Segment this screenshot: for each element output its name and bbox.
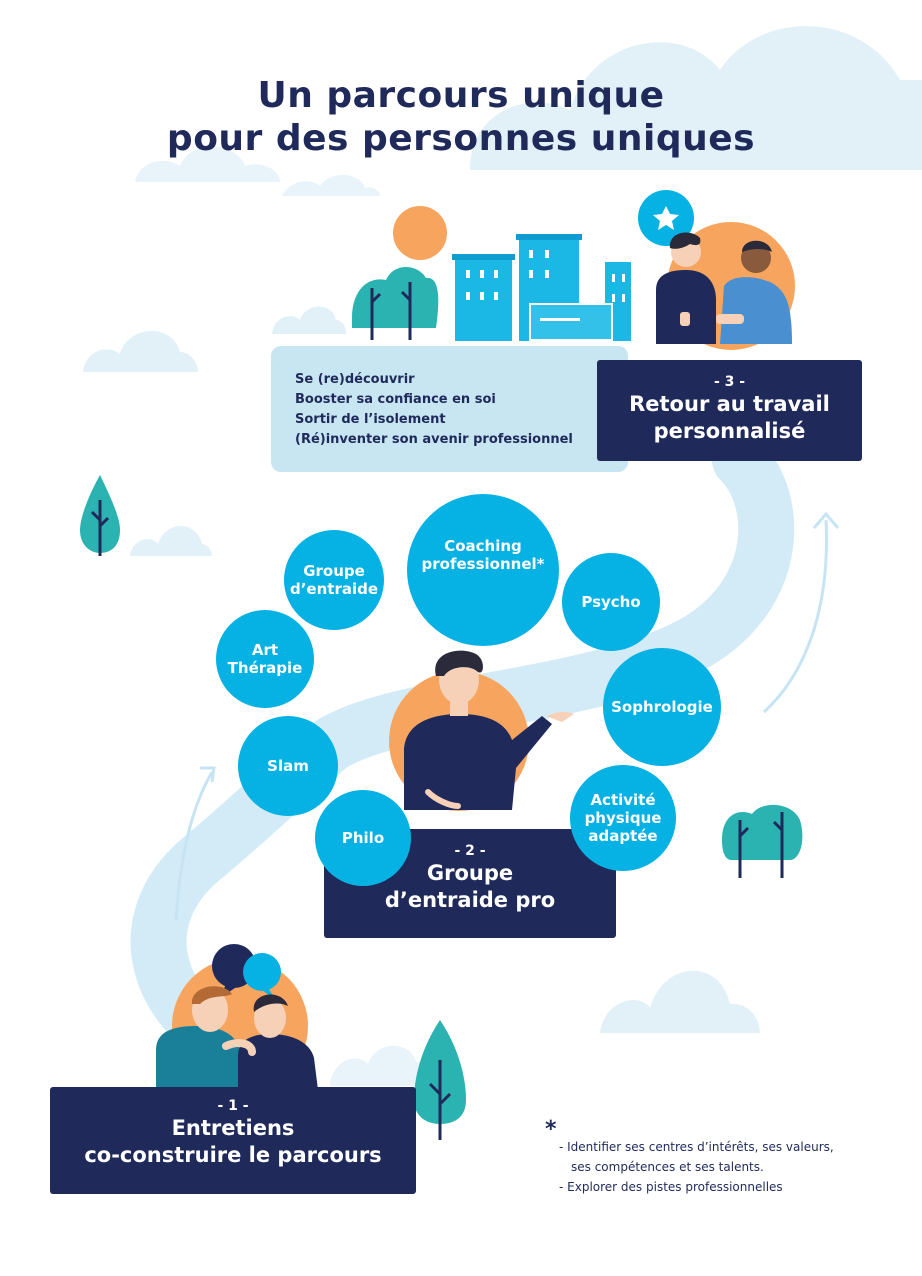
- speech-bubble-icon: [243, 953, 281, 991]
- step-1-title-line-2: co-construire le parcours: [84, 1143, 382, 1167]
- footnote-item-continuation: ses compétences et ses talents.: [571, 1160, 764, 1174]
- activity-psycho: Psycho: [562, 553, 660, 651]
- footnote-marker: *: [545, 1117, 557, 1142]
- title-line-2: pour des personnes uniques: [166, 118, 756, 159]
- benefits-list: Se (re)découvrir Booster sa confiance en…: [295, 370, 573, 450]
- person-icon: [156, 986, 318, 1090]
- activity-label: Thérapie: [227, 659, 303, 677]
- tree-icon: [80, 475, 120, 556]
- tree-icon: [352, 267, 439, 340]
- activity-sophrologie: Sophrologie: [603, 648, 721, 766]
- activity-label: Psycho: [581, 593, 641, 611]
- activity-label: Slam: [267, 757, 309, 775]
- activity-label: professionnel*: [421, 555, 545, 573]
- step-3-title-line-2: personnalisé: [653, 419, 806, 443]
- activity-label: Groupe: [303, 562, 365, 580]
- step-1-box: - 1 - Entretiens co-construire le parcou…: [50, 1087, 416, 1194]
- activity-label: adaptée: [588, 827, 658, 845]
- activity-label: Art: [251, 641, 279, 659]
- cloud-icon: [272, 306, 346, 334]
- step-1-title-line-1: Entretiens: [171, 1116, 295, 1140]
- activity-label: d’entraide: [289, 580, 379, 598]
- step-3-box: - 3 - Retour au travail personnalisé: [597, 360, 862, 461]
- arrow-head-icon: [200, 766, 216, 783]
- step-1-number: - 1 -: [217, 1098, 249, 1114]
- arrow-up-icon: [762, 519, 828, 714]
- benefits-box: Se (re)découvrir Booster sa confiance en…: [271, 346, 628, 472]
- cloud-icon: [83, 330, 198, 372]
- cloud-icon: [130, 526, 212, 556]
- activity-slam: Slam: [238, 716, 338, 816]
- footnote-item: - Explorer des pistes professionnelles: [559, 1180, 783, 1194]
- step-2-title-line-1: Groupe: [426, 861, 514, 885]
- title-line-1: Un parcours unique: [257, 75, 665, 116]
- activity-label: physique: [584, 809, 662, 827]
- footnote-list: - Identifier ses centres d’intérêts, ses…: [559, 1137, 889, 1197]
- benefit-item: Sortir de l’isolement: [295, 412, 446, 427]
- benefit-item: Se (re)découvrir: [295, 372, 415, 387]
- activity-label: Sophrologie: [611, 698, 713, 716]
- arrow-up-icon: [174, 771, 214, 921]
- footnote-item: - Identifier ses centres d’intérêts, ses…: [559, 1140, 834, 1154]
- person-icon: [404, 650, 574, 810]
- cloud-icon: [282, 174, 380, 196]
- activity-philo: Philo: [315, 790, 411, 886]
- arrow-head-icon: [812, 511, 840, 529]
- cloud-icon: [470, 26, 922, 170]
- journey-path: [130, 432, 795, 1088]
- activity-label: Coaching: [444, 537, 522, 555]
- cloud-icon: [600, 970, 760, 1033]
- step-2-title-line-2: d’entraide pro: [384, 888, 556, 912]
- building-icon: [452, 234, 631, 341]
- benefit-item: (Ré)inventer son avenir professionnel: [295, 432, 573, 447]
- step-2-number: - 2 -: [454, 843, 486, 859]
- tree-icon: [722, 804, 803, 878]
- handshake-icon: [656, 232, 792, 344]
- step-3-number: - 3 -: [713, 374, 746, 390]
- tree-icon: [414, 1020, 466, 1140]
- sun-icon: [393, 206, 447, 260]
- step-3-title-line-1: Retour au travail: [629, 392, 830, 416]
- activity-label: Activité: [590, 791, 656, 809]
- cloud-icon: [135, 146, 280, 182]
- benefit-item: Booster sa confiance en soi: [295, 392, 496, 407]
- activity-label: Philo: [341, 829, 385, 847]
- page-title: Un parcours unique pour des personnes un…: [0, 74, 922, 160]
- cloud-icon: [330, 1045, 432, 1086]
- star-icon: [653, 206, 679, 230]
